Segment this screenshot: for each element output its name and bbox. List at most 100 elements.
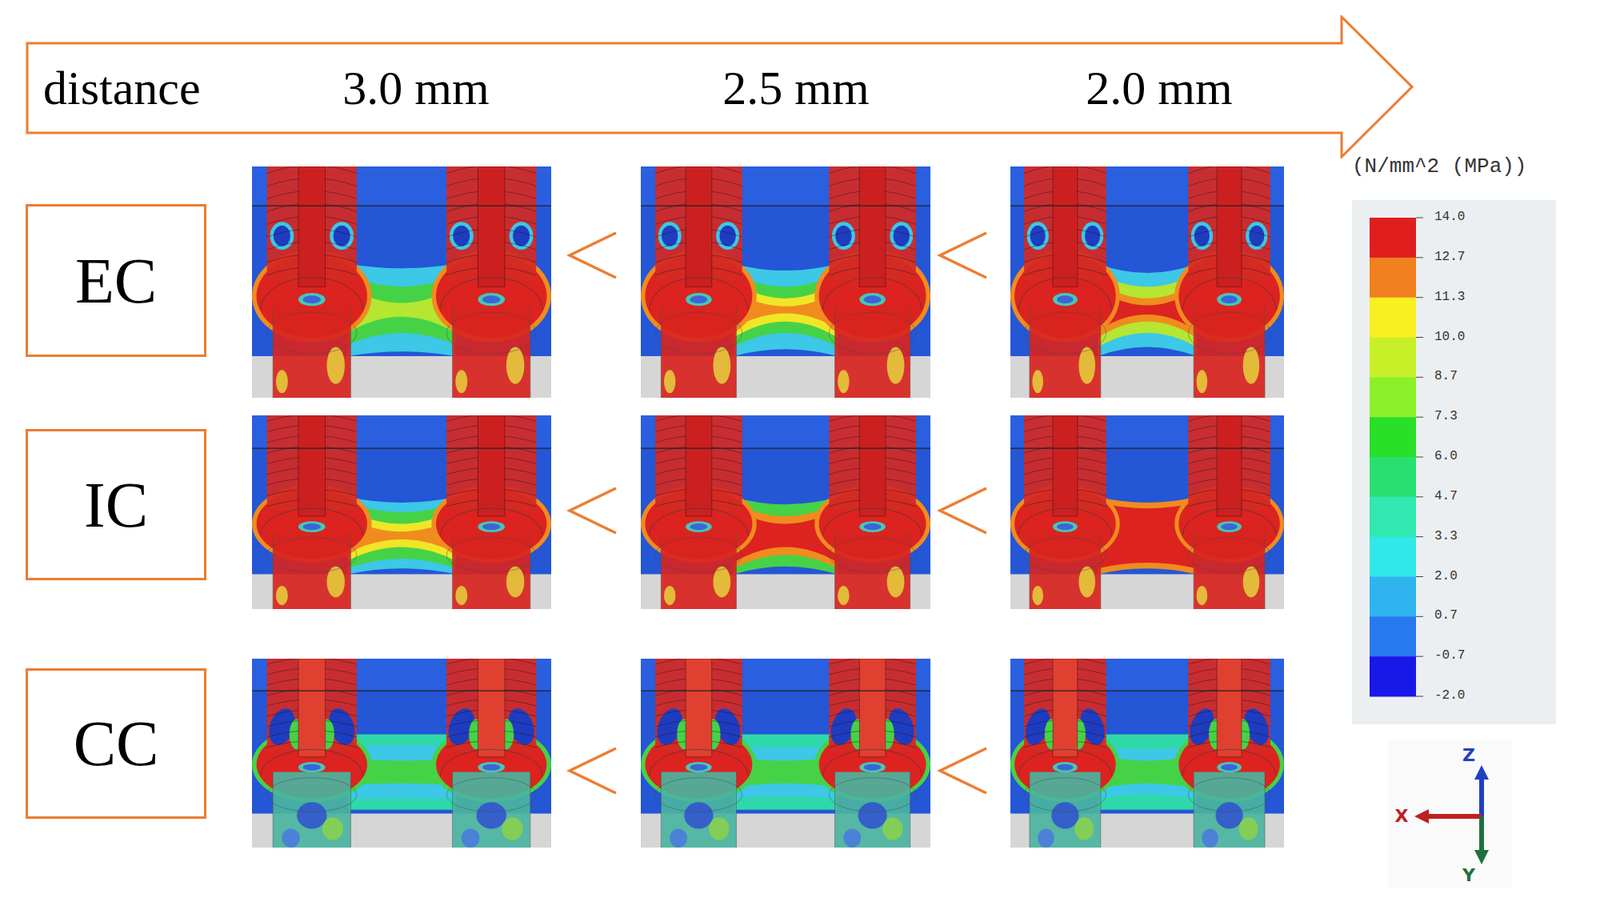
center-marker [1052, 761, 1078, 772]
distance-arrow: distance3.0 mm2.5 mm2.0 mm [25, 15, 1414, 159]
mid-stress-patch [455, 585, 468, 605]
colorbar-band [1369, 217, 1416, 258]
center-marker [1216, 292, 1242, 306]
colorbar-band [1369, 456, 1416, 497]
low-stress-patch [893, 225, 910, 247]
cylinder-edge [529, 304, 531, 398]
abutment-cylinder [835, 304, 911, 398]
colorbar-value: 6.0 [1434, 449, 1458, 464]
axis-letter: Z [1462, 745, 1476, 765]
low-stress-patch [835, 225, 852, 247]
bone-surface-line [252, 205, 552, 207]
cylinder-edge [1100, 304, 1101, 398]
condition-label: IC [84, 469, 148, 540]
colorbar-band [1369, 576, 1416, 617]
cylinder-edge [1264, 772, 1266, 848]
implant-shoulder [1018, 277, 1112, 310]
mid-stress-patch [322, 816, 344, 840]
implant-shoulder [1018, 748, 1112, 776]
cylinder-edge [909, 772, 911, 848]
colorbar-tick [1416, 496, 1424, 497]
center-marker [864, 523, 882, 530]
implant-shoulder [649, 508, 748, 536]
colorbar-band [1369, 536, 1416, 577]
bone-surface-line [640, 690, 931, 692]
cylinder-edge [529, 772, 531, 848]
axis-title: distance [43, 61, 201, 115]
colorbar-panel [1352, 200, 1556, 724]
cylinder-edge [660, 304, 662, 398]
center-marker [482, 295, 500, 304]
cylinder-edge [272, 772, 274, 848]
cylinder-edge [1100, 772, 1101, 848]
low-stress-patch [1051, 801, 1079, 828]
cylinder-edge [452, 531, 453, 609]
colorbar-value: 7.3 [1434, 409, 1458, 424]
abutment-cylinder [835, 772, 911, 848]
bone-surface-line [252, 690, 552, 692]
abutment-outline [267, 312, 357, 354]
mid-stress-patch [1196, 585, 1208, 605]
abutment-outline [1188, 312, 1271, 354]
x-axis [1427, 813, 1482, 819]
abutment-outline [446, 536, 536, 572]
center-marker [477, 292, 505, 306]
mid-stress-patch [664, 369, 676, 393]
center-marker [303, 764, 321, 771]
distance-value: 2.5 mm [722, 61, 869, 115]
axis-triad-box [1388, 740, 1512, 888]
low-stress-patch [273, 225, 291, 247]
center-marker [859, 520, 886, 532]
colorbar-value: 11.3 [1434, 290, 1465, 305]
implant-shoulder [823, 748, 922, 776]
implant-shoulder [260, 748, 363, 776]
cylinder-edge [529, 531, 531, 609]
mid-stress-patch [708, 816, 729, 840]
cylinder-edge [1100, 531, 1101, 609]
abutment-cylinder [272, 772, 351, 848]
axis-letter: X [1395, 806, 1409, 826]
condition-label: EC [75, 245, 157, 316]
stress-plot [1010, 413, 1284, 613]
center-marker [690, 523, 708, 530]
colorbar-tick [1416, 616, 1424, 617]
cylinder-edge [1028, 772, 1030, 848]
colorbar-band [1369, 416, 1416, 457]
colorbar-band [1369, 616, 1416, 656]
implant-core [298, 166, 326, 287]
implant-core [859, 415, 886, 516]
low-stress-patch [719, 225, 736, 247]
cylinder-edge [834, 772, 836, 848]
center-marker [298, 520, 326, 532]
implant-core [1216, 415, 1242, 516]
bone-surface-line [640, 448, 931, 449]
abutment-outline [1024, 312, 1107, 354]
center-marker [690, 764, 708, 771]
low-stress-patch [1194, 225, 1210, 247]
center-marker [298, 761, 326, 772]
arrow-shape [27, 16, 1412, 157]
colorbar-tick [1416, 656, 1424, 657]
cylinder-edge [834, 531, 836, 609]
bone-surface-line [252, 448, 552, 449]
implant-shoulder [1182, 748, 1276, 776]
center-marker [1052, 292, 1078, 306]
implant-core [477, 658, 505, 757]
stress-plot [640, 413, 931, 613]
y-axis [1479, 816, 1484, 852]
center-marker [303, 295, 321, 304]
implant-core [1052, 658, 1078, 757]
colorbar-tick [1416, 536, 1424, 537]
center-marker [1220, 764, 1238, 771]
condition-box: IC [25, 428, 207, 580]
implant-shoulder [1182, 277, 1276, 310]
low-stress-patch [281, 828, 300, 848]
axis-letter: Y [1462, 865, 1476, 885]
low-stress-patch [1037, 828, 1055, 848]
implant-core [298, 658, 326, 757]
low-stress-patch [452, 225, 470, 247]
colorbar-band [1369, 337, 1416, 378]
distance-value: 2.0 mm [1085, 61, 1232, 115]
implant-core [1052, 415, 1078, 516]
mid-stress-patch [1032, 585, 1044, 605]
